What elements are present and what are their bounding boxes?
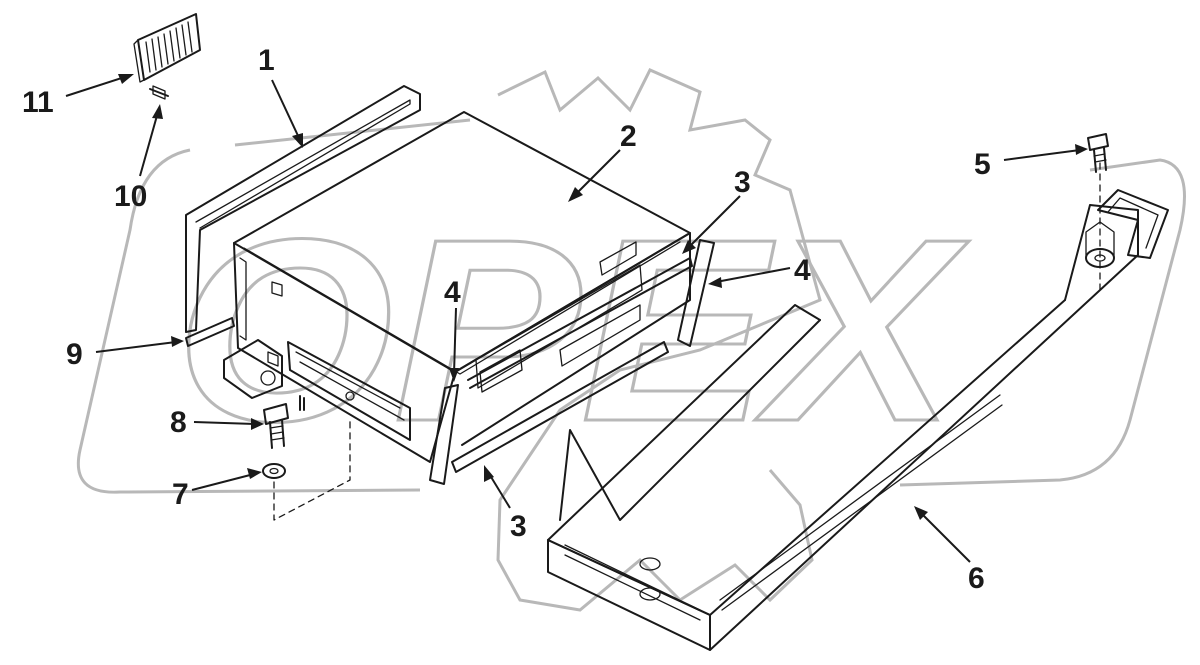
part-7-washer: [262, 463, 286, 479]
callout-3-upper: 3: [734, 166, 751, 199]
callout-3-lower: 3: [510, 510, 527, 543]
part-8-bolt: [263, 403, 289, 449]
callout-4-right: 4: [794, 254, 811, 287]
callout-2: 2: [620, 120, 637, 153]
callout-9: 9: [66, 338, 83, 371]
part-10-screw: [149, 85, 169, 100]
callout-labels: 11 10 1 2 3 4 4 3 5 6 7 8 9: [22, 44, 991, 595]
callout-10: 10: [114, 180, 147, 213]
callout-arrows: [65, 74, 1088, 563]
callout-4-left: 4: [444, 276, 461, 309]
part-3-strips: [451, 257, 693, 473]
callout-8: 8: [170, 406, 187, 439]
callout-1: 1: [258, 44, 275, 77]
part-11-grille: [133, 13, 201, 83]
callout-7: 7: [172, 478, 189, 511]
part-1-gasket-frame: [185, 85, 421, 333]
part-5-bolt: [1087, 133, 1109, 173]
callout-11: 11: [22, 86, 54, 119]
callout-6: 6: [968, 562, 985, 595]
alignment-lines: [273, 159, 1101, 521]
part-9-strip: [185, 317, 235, 347]
part-4-posts: [429, 239, 715, 485]
part-6-tray: [547, 189, 1169, 651]
watermark-gear-outline: [496, 68, 822, 612]
callout-5: 5: [974, 148, 991, 181]
